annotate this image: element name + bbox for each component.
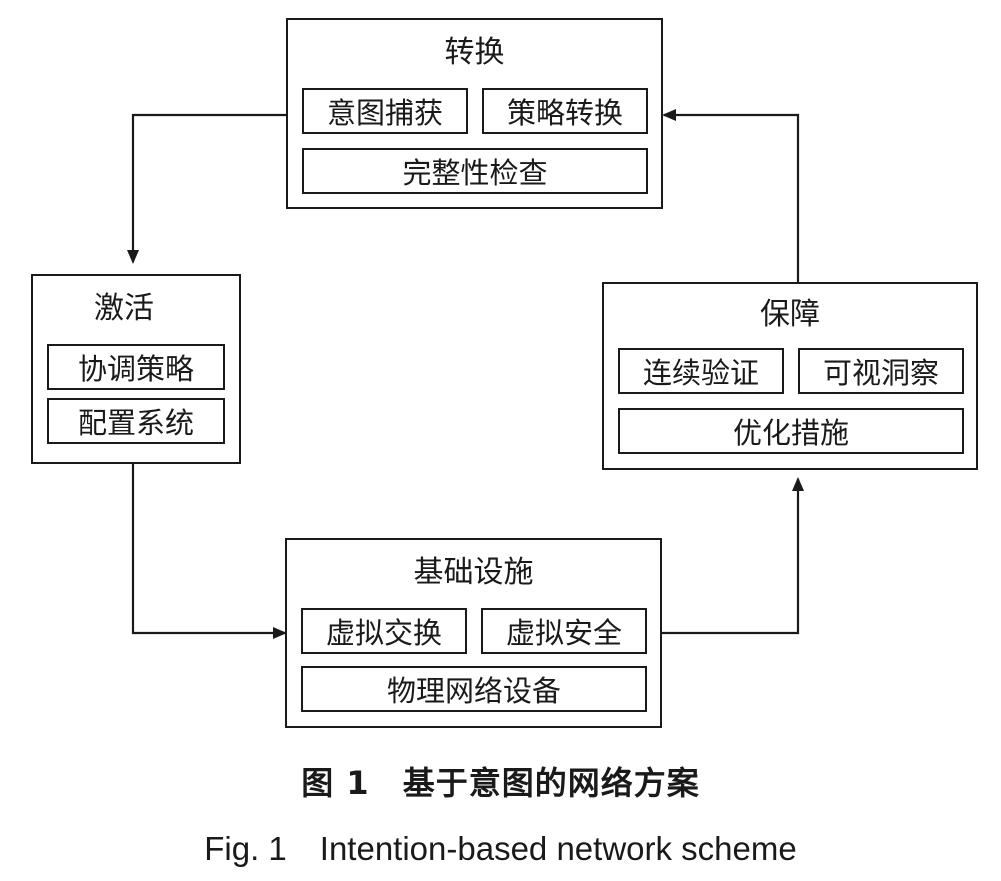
node-transform: 转换 意图捕获 策略转换 完整性检查 [286,18,663,209]
node-transform-item-policy-translation: 策略转换 [482,88,648,134]
node-assurance-item-visual-insight: 可视洞察 [798,348,964,394]
node-infrastructure-title: 基础设施 [413,555,534,590]
figure-caption-cn: 图 1 基于意图的网络方案 [301,764,700,802]
node-activate: 激活 协调策略 配置系统 [31,274,241,464]
edge-infrastructure-to-assurance [662,477,804,635]
node-transform-item-integrity-check: 完整性检查 [302,148,648,194]
edge-assurance-to-transform [662,109,800,282]
node-infrastructure-item-virtual-security: 虚拟安全 [481,608,647,654]
node-infrastructure-item-virtual-switching: 虚拟交换 [301,608,467,654]
node-assurance-item-optimization-measures: 优化措施 [618,408,964,454]
node-activate-item-coordinate-policy: 协调策略 [47,344,225,390]
node-assurance-title: 保障 [760,297,820,332]
figure-caption-en: Fig. 1 Intention-based network scheme [204,830,797,867]
node-infrastructure: 基础设施 虚拟交换 虚拟安全 物理网络设备 [285,538,662,728]
node-transform-title: 转换 [444,35,505,70]
edge-transform-to-activate [127,113,287,264]
node-assurance: 保障 连续验证 可视洞察 优化措施 [602,282,978,470]
node-transform-item-intent-capture: 意图捕获 [302,88,468,134]
edge-activate-to-infrastructure [131,464,287,639]
node-activate-item-configure-system: 配置系统 [47,398,225,444]
node-assurance-item-continuous-verification: 连续验证 [618,348,784,394]
node-activate-title: 激活 [94,291,154,326]
node-infrastructure-item-physical-network-devices: 物理网络设备 [301,666,647,712]
